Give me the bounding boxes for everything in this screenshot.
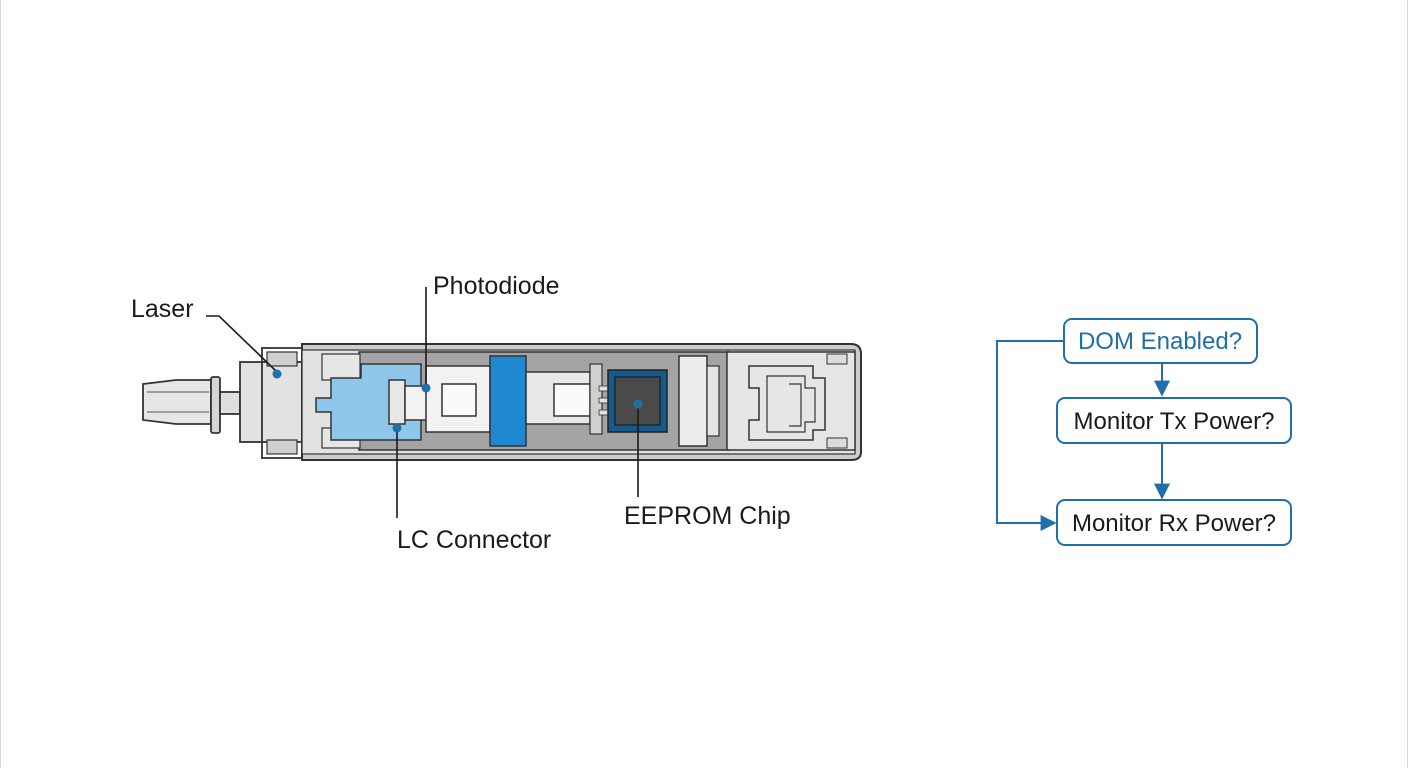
dom-enabled-node	[1063, 318, 1258, 364]
rear-section	[678, 351, 856, 451]
dom-to-rx-arrow	[996, 340, 1063, 531]
fiber-boot	[142, 376, 241, 434]
monitor-tx-text: Monitor Tx Power?	[1074, 408, 1275, 435]
laser-callout-line	[206, 315, 278, 373]
eeprom-chip-label: EEPROM Chip	[624, 502, 791, 530]
dom-enabled-text: DOM Enabled?	[1078, 328, 1242, 355]
laser-callout-dot	[272, 369, 282, 379]
monitor-rx-node	[1056, 499, 1292, 546]
optical-subassembly	[315, 363, 430, 441]
eeprom-callout-dot	[633, 399, 643, 409]
photodiode-label: Photodiode	[433, 272, 560, 300]
eeprom-chip-graphic	[598, 369, 668, 433]
blue-module-block	[489, 355, 527, 447]
monitor-rx-text: Monitor Rx Power?	[1072, 510, 1276, 537]
front-housing	[239, 347, 303, 459]
callouts	[206, 287, 643, 518]
internal-components	[425, 355, 603, 447]
lc-connector-callout-dot	[392, 423, 402, 433]
monitor-tx-node	[1056, 397, 1292, 444]
photodiode-callout-dot	[421, 383, 431, 393]
lc-connector-label: LC Connector	[397, 526, 551, 554]
dom-flowchart: DOM Enabled? Monitor Tx Power? Monitor R…	[996, 318, 1292, 546]
laser-label: Laser	[131, 295, 194, 323]
